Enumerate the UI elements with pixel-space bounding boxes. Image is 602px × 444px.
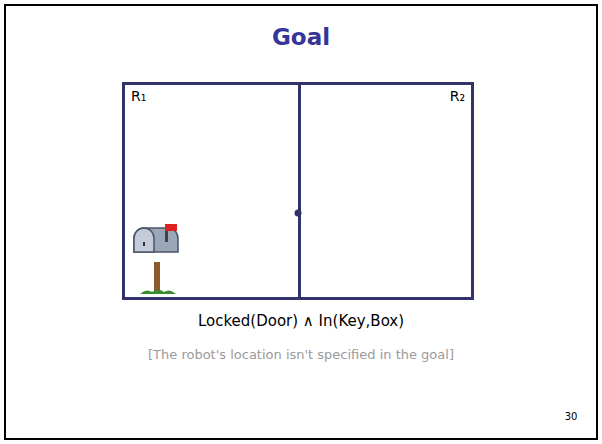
slide-frame	[5, 5, 597, 439]
room-box: R₁	[122, 82, 301, 300]
note-text: [The robot's location isn't specified in…	[148, 347, 454, 362]
page-number: 30	[565, 411, 578, 422]
room-label: R₁	[131, 88, 146, 104]
mailbox-icon	[134, 224, 178, 294]
slide-title: Goal	[272, 24, 330, 50]
goal-formula: Locked(Door) ∧ In(Key,Box)	[198, 312, 404, 330]
room-box: R₂	[298, 82, 474, 300]
room-label: R₂	[450, 88, 465, 104]
